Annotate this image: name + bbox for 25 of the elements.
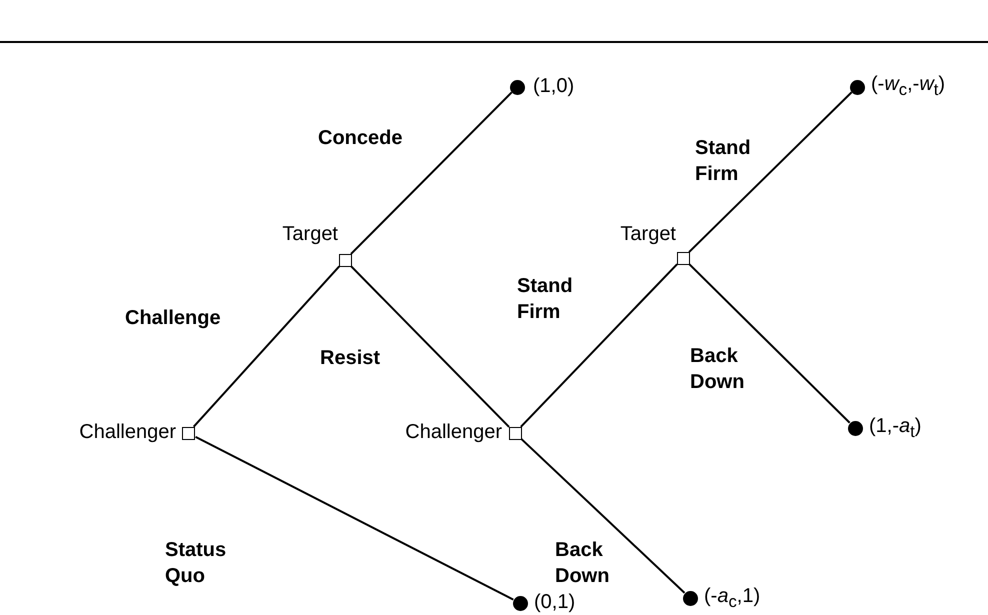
payoff-label: (1,0) bbox=[533, 74, 574, 98]
edge-label: Back Down bbox=[555, 538, 610, 589]
edge-label: Stand Firm bbox=[695, 136, 751, 187]
edge-label: Back Down bbox=[690, 344, 744, 395]
player-label: Target bbox=[620, 222, 676, 246]
edge-label: Status Quo bbox=[165, 538, 226, 589]
player-label: Challenger bbox=[79, 420, 176, 444]
edge-line bbox=[688, 92, 852, 253]
edge-line bbox=[350, 92, 512, 255]
payoff-label: (-w$_{c}$,-w$_{t}$) bbox=[871, 72, 946, 101]
edge-line bbox=[688, 263, 850, 424]
edge-label: Resist bbox=[320, 346, 380, 371]
player-label: Target bbox=[282, 222, 338, 246]
payoff-label: (0,1) bbox=[534, 590, 576, 614]
edge-line bbox=[520, 438, 686, 594]
edge-label: Challenge bbox=[125, 306, 221, 331]
edge-label: Stand Firm bbox=[517, 274, 573, 325]
player-label: Challenger bbox=[405, 420, 502, 444]
edge-line bbox=[192, 266, 340, 428]
edge-line bbox=[520, 263, 678, 428]
payoff-label: (1,-a$_{t}$) bbox=[869, 414, 922, 443]
edge-label: Concede bbox=[318, 126, 402, 151]
edge-line bbox=[350, 265, 510, 428]
payoff-label: (-a$_{c}$,1) bbox=[704, 584, 760, 613]
edge-line bbox=[195, 436, 514, 600]
